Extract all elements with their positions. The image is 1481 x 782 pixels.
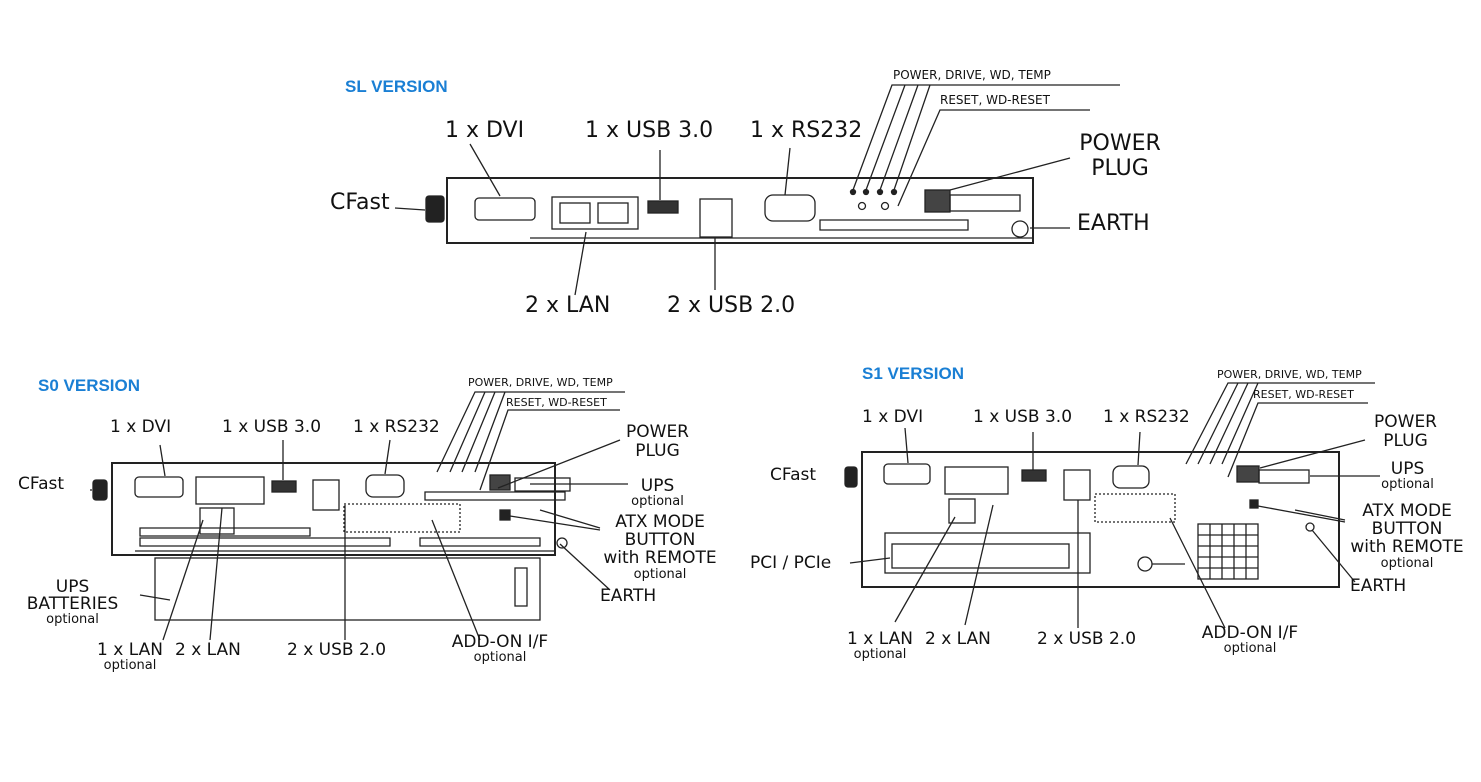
sl-dvi-label: 1 x DVI xyxy=(445,118,525,143)
sl-usb3-label: 1 x USB 3.0 xyxy=(585,118,714,143)
sl-earth-label: EARTH xyxy=(1077,211,1150,236)
sl-reset-label: RESET, WD-RESET xyxy=(940,93,1050,107)
s1-usb2-label: 2 x USB 2.0 xyxy=(1037,629,1137,649)
s0-leds-label: POWER, DRIVE, WD, TEMP xyxy=(468,376,613,389)
s1-leds-label: POWER, DRIVE, WD, TEMP xyxy=(1217,368,1362,381)
sl-earth-screw xyxy=(1011,220,1029,238)
sl-usb2-ports xyxy=(699,198,733,238)
sl-version-title: SL VERSION xyxy=(345,77,448,96)
s1-rs232-label: 1 x RS232 xyxy=(1103,407,1190,427)
s1-device-panel xyxy=(844,382,1380,629)
sl-dvi-port xyxy=(474,197,536,221)
sl-power-plug xyxy=(924,189,951,213)
s0-version-title: S0 VERSION xyxy=(38,376,141,395)
s0-usb3-label: 1 x USB 3.0 xyxy=(222,417,322,437)
sl-device-panel xyxy=(394,84,1120,296)
sl-rs232-label: 1 x RS232 xyxy=(750,118,863,143)
s0-lan2-label: 2 x LAN xyxy=(175,640,241,660)
s1-vent-grid xyxy=(1197,523,1259,580)
s1-dvi-label: 1 x DVI xyxy=(862,407,924,427)
s1-earth-label: EARTH xyxy=(1350,576,1407,596)
sl-lan-label: 2 x LAN xyxy=(525,293,611,318)
s1-version-title: S1 VERSION xyxy=(862,364,965,383)
s0-device-panel xyxy=(90,391,628,641)
sl-rs232-port xyxy=(764,194,816,222)
sl-vent-row xyxy=(819,219,969,231)
s0-dvi-label: 1 x DVI xyxy=(110,417,172,437)
s0-cfast-label: CFast xyxy=(18,474,65,494)
s0-rs232-label: 1 x RS232 xyxy=(353,417,440,437)
sl-usb2-label: 2 x USB 2.0 xyxy=(667,293,796,318)
sl-lan-ports xyxy=(551,196,639,230)
sl-leds-label: POWER, DRIVE, WD, TEMP xyxy=(893,68,1051,82)
s1-pci-slot xyxy=(884,532,1091,574)
s1-usb3-label: 1 x USB 3.0 xyxy=(973,407,1073,427)
sl-cfast-slot xyxy=(425,195,445,223)
s1-reset-label: RESET, WD-RESET xyxy=(1253,388,1354,401)
sl-cfast-label: CFast xyxy=(330,190,390,215)
s1-lan2-label: 2 x LAN xyxy=(925,629,991,649)
sl-usb3-port xyxy=(647,200,679,214)
s1-pci-label: PCI / PCIe xyxy=(750,553,832,573)
s1-cfast-label: CFast xyxy=(770,465,817,485)
s0-earth-label: EARTH xyxy=(600,586,657,606)
s0-usb2-label: 2 x USB 2.0 xyxy=(287,640,387,660)
s0-reset-label: RESET, WD-RESET xyxy=(506,396,607,409)
